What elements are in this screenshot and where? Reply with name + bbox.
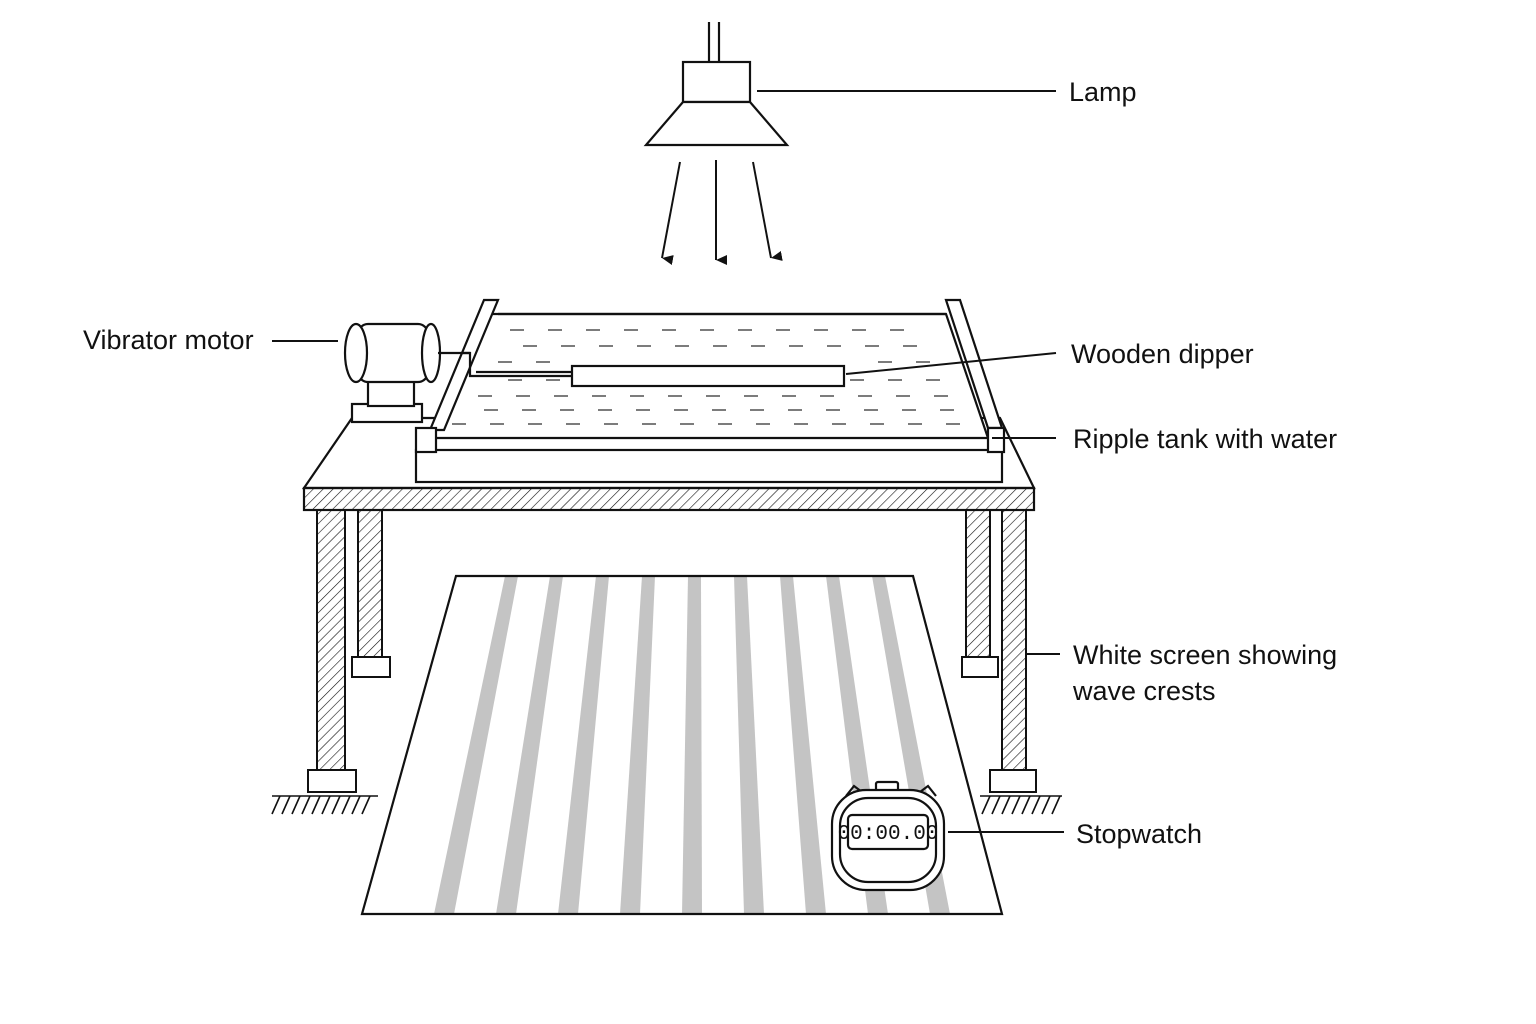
motor-face xyxy=(420,322,442,384)
white-screen xyxy=(360,574,1004,916)
ground-hatch-tick xyxy=(1021,795,1031,815)
lamp xyxy=(643,22,790,147)
connecting-rod xyxy=(462,351,575,378)
ground-hatch-tick xyxy=(1031,795,1041,815)
water-dashes xyxy=(452,329,960,425)
ground-hatch-tick xyxy=(301,795,311,815)
table-back-legs xyxy=(351,509,999,678)
wave-crest-stripe xyxy=(620,576,655,914)
ground-hatch-tick xyxy=(291,795,301,815)
motor-end-cap xyxy=(343,322,369,384)
ground-hatch-tick xyxy=(981,795,991,815)
vibrator-motor xyxy=(343,322,576,424)
screen-label-line1: White screen showing xyxy=(1073,640,1338,670)
stopwatch: 00:00.00 xyxy=(830,780,946,892)
lamp-label: Lamp xyxy=(1069,77,1137,107)
table-front-legs xyxy=(307,509,1037,793)
ripple-tank xyxy=(414,298,1006,484)
tank-base xyxy=(414,448,1004,484)
light-rays xyxy=(661,160,783,265)
ground-hatch-tick xyxy=(271,795,281,815)
stopwatch-time: 00:00.00 xyxy=(838,823,939,846)
stopwatch-display xyxy=(846,813,930,851)
tank-left-wall xyxy=(428,298,500,432)
motor-body xyxy=(356,322,430,384)
motor-stand xyxy=(366,378,416,408)
ground-hatch-tick xyxy=(321,795,331,815)
tank-front-lip xyxy=(414,426,438,454)
wave-crest-stripe xyxy=(496,576,563,914)
wave-crest-stripe xyxy=(682,576,702,914)
stopwatch-button xyxy=(919,784,937,797)
ground-hatch-tick xyxy=(1051,795,1061,815)
screen-label-line2: wave crests xyxy=(1073,676,1216,706)
ground-hatch-tick xyxy=(311,795,321,815)
ripple-tank-label: Ripple tank with water xyxy=(1073,424,1338,454)
lamp-shade xyxy=(643,100,790,147)
ground-hatch-tick xyxy=(1001,795,1011,815)
lamp-housing xyxy=(681,60,752,104)
wooden-dipper xyxy=(570,364,846,388)
tank-front-lip xyxy=(986,426,1006,454)
ground-hatch-tick xyxy=(341,795,351,815)
wave-crest-stripes xyxy=(434,576,950,914)
wave-crest-stripe xyxy=(434,576,518,914)
stopwatch-label: Stopwatch xyxy=(1076,819,1203,849)
light-ray-arrow xyxy=(661,161,681,265)
ground-hatch-tick xyxy=(331,795,341,815)
ground-hatch-tick xyxy=(351,795,361,815)
ground-hatch-tick xyxy=(1011,795,1021,815)
wave-crest-stripe xyxy=(780,576,826,914)
ground xyxy=(271,795,1062,815)
light-ray-arrow xyxy=(752,161,783,261)
leader-lines xyxy=(272,90,1064,833)
wooden-dipper-label: Wooden dipper xyxy=(1071,339,1254,369)
vibrator-motor-label: Vibrator motor xyxy=(83,325,254,355)
ground-hatch-tick xyxy=(1041,795,1051,815)
ground-hatch-tick xyxy=(281,795,291,815)
wave-crest-stripe xyxy=(734,576,764,914)
wave-crest-stripe xyxy=(558,576,609,914)
dipper-leader xyxy=(845,352,1057,375)
table-edge xyxy=(302,486,1036,512)
ground-hatch-tick xyxy=(361,795,371,815)
ground-hatch-tick xyxy=(991,795,1001,815)
